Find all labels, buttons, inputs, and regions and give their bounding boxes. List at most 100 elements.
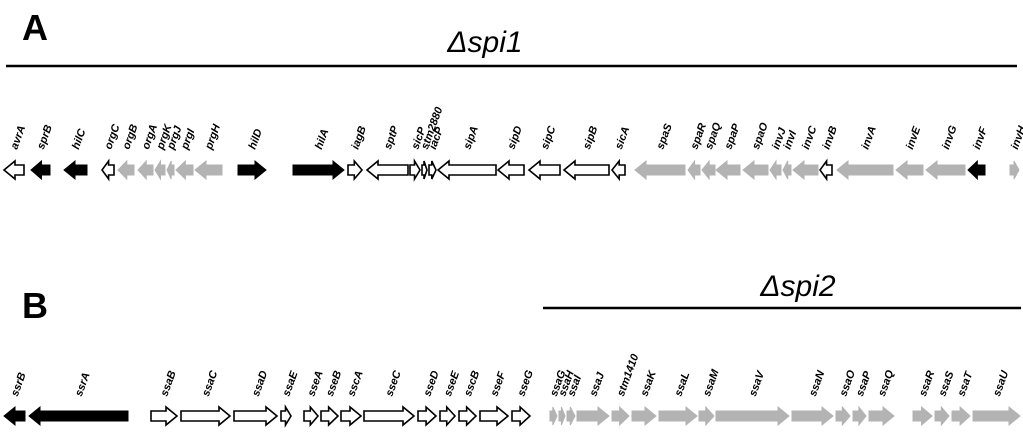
gene-label-hilC: hilC <box>70 126 89 151</box>
gene-label-iagB: iagB <box>350 124 369 151</box>
gene-arrow-ssaK <box>631 405 657 427</box>
gene-arrow-prgI <box>175 159 194 181</box>
gene-label-invH: invH <box>1009 124 1023 151</box>
gene-arrow-iacP <box>428 160 437 180</box>
gene-label-sipA: sipA <box>462 124 481 151</box>
gene-label-sptP: sptP <box>382 124 402 151</box>
gene-arrow-ssaI <box>566 406 576 426</box>
gene-arrow-sseE <box>439 404 457 428</box>
gene-label-spaP: spaP <box>723 122 743 151</box>
gene-arrow-invC <box>792 159 819 181</box>
gene-arrow-sipB <box>562 159 610 181</box>
gene-label-ssaS: ssaS <box>937 369 957 398</box>
gene-arrow-orgA <box>137 159 154 181</box>
gene-arrow-ssaD <box>233 405 279 427</box>
gene-arrow-orgB <box>117 159 135 181</box>
gene-label-sipD: sipD <box>506 124 525 151</box>
gene-label-sprB: sprB <box>35 123 55 151</box>
gene-label-spaS: spaS <box>655 122 675 151</box>
gene-label-ssaT: ssaT <box>956 369 976 398</box>
gene-label-invF: invF <box>971 125 990 151</box>
gene-label-orgB: orgB <box>121 123 141 151</box>
gene-label-prgH: prgH <box>203 122 224 152</box>
gene-arrow-ssaJ <box>576 405 610 427</box>
gene-arrow-ssaP <box>852 405 867 427</box>
gene-arrow-prgJ <box>166 160 175 180</box>
gene-label-sseF: sseF <box>489 370 509 398</box>
gene-label-ssaQ: ssaQ <box>876 368 897 398</box>
gene-label-ssaE: ssaE <box>281 369 301 398</box>
gene-label-sseC: sseC <box>384 368 405 398</box>
gene-arrow-invH <box>1009 160 1020 180</box>
gene-arrow-sseC <box>363 405 416 427</box>
gene-arrow-invA <box>836 159 894 181</box>
gene-arrow-invF <box>967 159 986 181</box>
gene-arrow-ssaN <box>791 405 834 427</box>
gene-label-hilA: hilA <box>313 127 331 151</box>
gene-label-sseD: sseD <box>422 369 442 398</box>
gene-label-hilD: hilD <box>247 127 265 151</box>
gene-arrow-spaS <box>634 159 686 181</box>
gene-arrow-sicA <box>610 158 626 182</box>
gene-arrow-ssaV <box>715 405 790 427</box>
gene-arrow-hilC <box>63 159 88 181</box>
gene-label-ssaB: ssaB <box>159 369 179 398</box>
gene-label-ssrB: ssrB <box>9 371 29 398</box>
panel-a-region-label: Δspi1 <box>446 26 522 59</box>
gene-arrow-iagB <box>347 158 364 182</box>
gene-label-ssaM: ssaM <box>701 367 722 398</box>
panel-b-letter: B <box>22 285 48 326</box>
gene-arrow-ssaM <box>698 405 715 427</box>
gene-label-sseA: sseA <box>306 369 326 398</box>
gene-arrow-sseB <box>320 405 340 427</box>
gene-label-sipB: sipB <box>581 124 600 151</box>
gene-arrow-sscB <box>458 405 478 427</box>
gene-arrow-ssrB <box>3 405 26 427</box>
panel-b-region-label: Δspi2 <box>759 270 835 303</box>
gene-label-sseB: sseB <box>324 369 344 398</box>
gene-label-sscB: sscB <box>462 369 482 398</box>
gene-arrow-ssaO <box>835 405 851 427</box>
gene-arrow-sipC <box>527 159 561 181</box>
gene-arrow-ssrA <box>28 405 129 427</box>
gene-label-sseE: sseE <box>442 369 462 398</box>
gene-arrow-sipA <box>436 159 497 181</box>
gene-label-invE: invE <box>904 124 923 151</box>
gene-arrow-spaR <box>687 159 701 181</box>
gene-arrow-sseG <box>511 405 532 427</box>
gene-arrow-sipD <box>496 159 525 181</box>
gene-arrow-ssaL <box>658 405 698 427</box>
gene-arrow-sicP <box>409 158 421 182</box>
gene-label-ssaJ: ssaJ <box>588 370 608 398</box>
gene-label-ssaC: ssaC <box>200 368 221 398</box>
gene-arrow-hilA <box>292 159 345 181</box>
gene-arrow-invE <box>895 159 924 181</box>
gene-label-invC: invC <box>800 124 820 151</box>
gene-label-sseG: sseG <box>516 368 537 398</box>
gene-arrow-avrA <box>2 159 25 181</box>
gene-label-ssaR: ssaR <box>917 369 937 398</box>
gene-arrow-hilD <box>237 159 267 181</box>
gene-arrow-ssaQ <box>868 405 895 427</box>
gene-label-ssaN: ssaN <box>807 368 828 398</box>
gene-label-invA: invA <box>860 124 879 151</box>
gene-arrow-ssaU <box>972 405 1021 427</box>
gene-arrow-ssaR <box>912 405 933 427</box>
gene-arrow-prgH <box>194 159 223 181</box>
gene-label-sscA: sscA <box>346 369 366 398</box>
gene-arrow-orgC <box>101 158 115 182</box>
gene-arrow-ssaS <box>934 405 950 427</box>
gene-arrow-ssaH <box>558 406 566 426</box>
gene-label-ssaU: ssaU <box>991 368 1012 398</box>
gene-label-ssaD: ssaD <box>250 369 270 398</box>
gene-arrow-ssaG <box>549 406 558 426</box>
gene-arrow-sseD <box>417 405 438 427</box>
gene-arrow-invI <box>782 160 792 180</box>
gene-arrow-sseA <box>303 404 320 428</box>
gene-label-avrA: avrA <box>9 124 29 151</box>
